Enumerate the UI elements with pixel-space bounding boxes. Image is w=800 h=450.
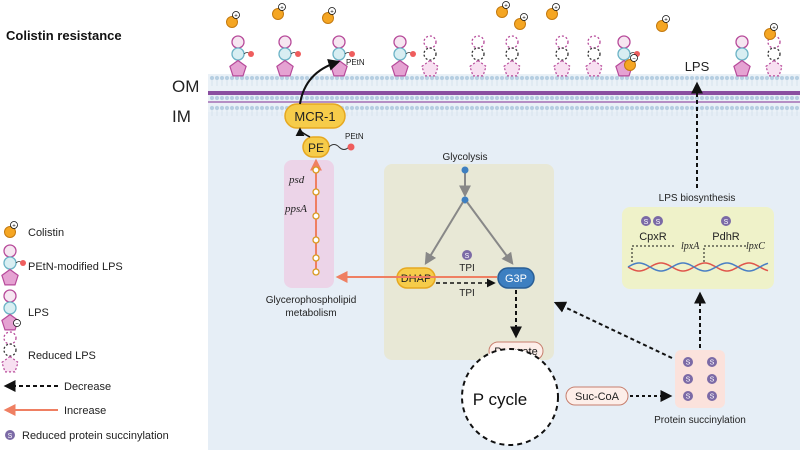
legend-reduced-lps: Reduced LPS: [28, 350, 96, 362]
pe-to-mcr1-arrow: [295, 127, 311, 138]
svg-text:S: S: [710, 394, 715, 401]
svg-text:+: +: [772, 26, 776, 32]
pdhr-badge: [721, 216, 731, 226]
legend: + Colistin PEtN-modified LPS − LPS Reduc…: [1, 221, 169, 442]
legend-increase: Increase: [64, 405, 106, 417]
mcr1-label: MCR-1: [294, 109, 335, 124]
cpxr-badge-2-s: S: [656, 219, 661, 226]
im-label: IM: [172, 107, 191, 126]
cpxr-badge-1-s: S: [644, 219, 649, 226]
dna-helix: [627, 262, 769, 272]
legend-succ-badge-s: S: [8, 433, 13, 440]
tpi-top-label: TPI: [459, 263, 475, 274]
tpi-badge-s: S: [465, 253, 470, 260]
svg-text:S: S: [686, 360, 691, 367]
svg-text:S: S: [686, 377, 691, 384]
glycerophospholipid-box: [284, 160, 334, 288]
glycero-nodes: [312, 166, 320, 276]
cpxr-label: CpxR: [639, 231, 667, 243]
legend-petn-lps-icon: [1, 244, 26, 286]
glycolysis-node-2: [461, 196, 469, 204]
svg-text:S: S: [710, 377, 715, 384]
title: Colistin resistance: [6, 28, 122, 43]
succoa-label: Suc-CoA: [575, 391, 620, 403]
lps-label: LPS: [685, 59, 710, 74]
glycolysis-node-1: [461, 166, 469, 174]
svg-text:+: +: [12, 224, 16, 230]
legend-petn-lps: PEtN-modified LPS: [28, 261, 123, 273]
colistin-row: + + + + + + + + − PEtN: [226, 1, 778, 71]
om-label: OM: [172, 77, 199, 96]
legend-succ-badge: [5, 430, 15, 440]
svg-text:−: −: [15, 322, 19, 328]
p-cycle-label: P cycle: [473, 390, 528, 409]
lps-biosynthesis-label: LPS biosynthesis: [659, 193, 736, 204]
cpxr-badge-2: [653, 216, 663, 226]
glycolysis-label: Glycolysis: [442, 152, 487, 163]
svg-text:+: +: [522, 16, 526, 22]
mcr1-enzyme: [284, 103, 346, 129]
svg-text:+: +: [280, 6, 284, 12]
g3p-node: [497, 267, 535, 289]
pe-petn-dot: [347, 143, 355, 151]
legend-lps: LPS: [28, 307, 49, 319]
legend-colistin: Colistin: [28, 227, 64, 239]
svg-text:+: +: [504, 4, 508, 10]
svg-text:S: S: [686, 394, 691, 401]
cpxr-badge-1: [641, 216, 651, 226]
svg-text:−: −: [632, 57, 636, 63]
svg-text:+: +: [330, 10, 334, 16]
protein-succinylation-label: Protein succinylation: [654, 415, 746, 426]
lps-row: [229, 35, 783, 77]
gene-psd: psd: [288, 174, 305, 186]
to-dhap-arrow: [424, 201, 464, 266]
dhap-label: DHAP: [401, 273, 432, 285]
legend-colistin-icon: +: [4, 221, 18, 238]
pe-tail: [328, 144, 350, 150]
glycero-label-line1: Glycerophospholipid: [266, 295, 357, 306]
mcr1-arrow: [299, 59, 341, 105]
pe-label: PE: [308, 141, 324, 155]
g3p-label: G3P: [505, 273, 527, 285]
svg-text:S: S: [710, 360, 715, 367]
svg-text:PEtN: PEtN: [346, 58, 365, 67]
succ-to-g3p-arrow: [553, 301, 673, 359]
cpxr-to-lpxa: [631, 245, 676, 262]
pdhr-badge-s: S: [724, 219, 729, 226]
glycolysis-box: [384, 164, 554, 360]
legend-reduced-succ: Reduced protein succinylation: [22, 430, 169, 442]
legend-reduced-lps-icon: [1, 331, 19, 373]
pdhr-to-lpxc: [703, 245, 746, 262]
tpi-succinylation-badge: [462, 250, 472, 260]
gene-ppsa: ppsA: [284, 203, 307, 215]
p-cycle: [461, 348, 559, 446]
gene-lpxa: lpxA: [681, 241, 700, 252]
legend-decrease: Decrease: [64, 381, 111, 393]
svg-text:+: +: [234, 14, 238, 20]
legend-lps-icon: −: [1, 289, 21, 331]
petn-label-pe: PEtN: [345, 132, 364, 141]
protein-succinylation-box: [675, 350, 725, 408]
succinylation-badges: S S S S S S: [683, 357, 717, 401]
to-g3p-arrow: [466, 201, 514, 265]
tpi-bottom-label: TPI: [459, 288, 475, 299]
svg-text:+: +: [664, 18, 668, 24]
pdhr-label: PdhR: [712, 231, 740, 243]
gene-lpxc: lpxC: [746, 241, 765, 252]
glycero-label-line2: metabolism: [285, 308, 336, 319]
svg-text:+: +: [554, 6, 558, 12]
succoa-node: [565, 386, 629, 406]
